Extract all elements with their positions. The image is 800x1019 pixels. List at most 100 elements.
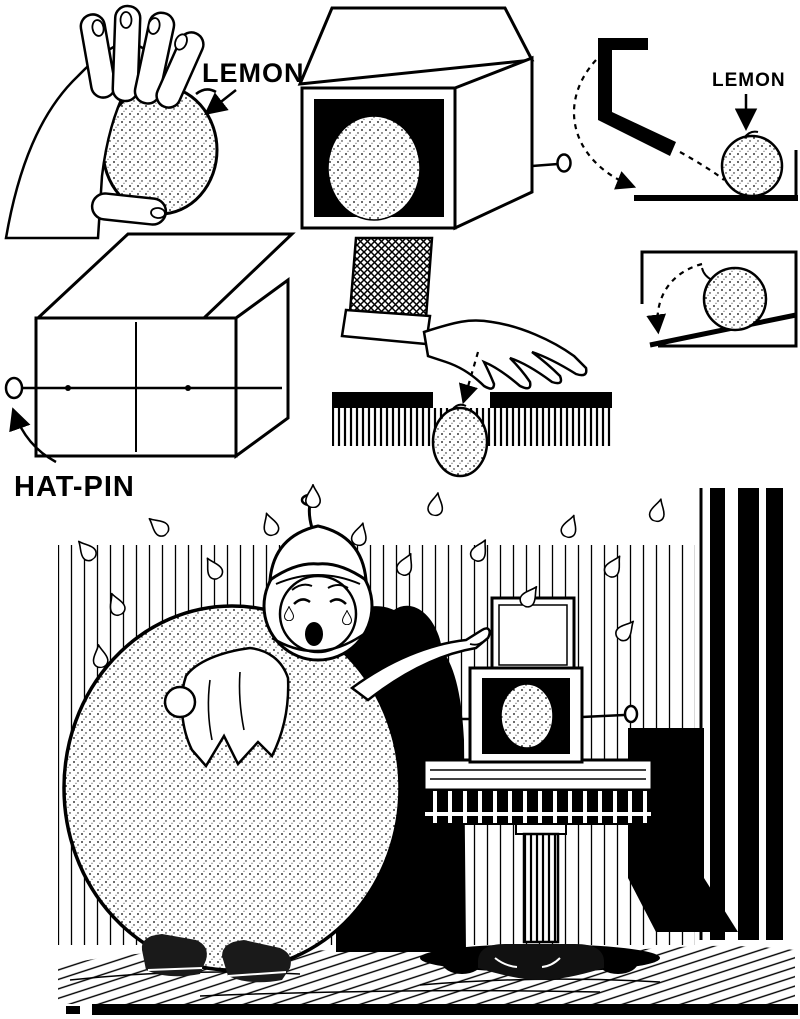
thumbnail — [150, 207, 166, 219]
finger — [155, 31, 205, 109]
panel-open-box-with-lemon — [297, 6, 572, 231]
tabletop — [422, 758, 654, 792]
pin-wall-point — [65, 385, 71, 391]
pin-wall-point — [185, 385, 191, 391]
table-surface-left — [332, 392, 433, 408]
lemon-man-right-arm — [349, 627, 491, 702]
ground-stroke — [199, 989, 601, 997]
pedestal-leg — [522, 832, 560, 944]
sneaker-sole — [227, 971, 287, 977]
lemon-ball — [720, 134, 784, 198]
hand-detail — [469, 641, 483, 646]
claw-toe — [442, 950, 482, 974]
hood-collar — [271, 632, 365, 653]
finger — [111, 4, 142, 103]
left-sneaker — [141, 934, 207, 977]
tear-drop — [258, 510, 282, 538]
panel-flap-diagram: LEMON — [572, 38, 798, 201]
tear-drop — [647, 496, 669, 524]
closed-eye — [329, 598, 347, 605]
eyebrow — [291, 583, 313, 591]
lemon-label-arrow — [204, 89, 237, 116]
lemon-label-2: LEMON — [712, 70, 786, 91]
left-fist — [163, 685, 197, 719]
claw-foot-base — [478, 944, 604, 980]
lemon-man — [62, 493, 402, 983]
hatpin-label-arrow — [9, 407, 57, 464]
fingernail — [119, 11, 133, 29]
claw-highlight — [541, 957, 561, 968]
box-side-face — [234, 277, 290, 459]
right-sneaker — [222, 940, 291, 983]
fingernail — [174, 33, 188, 51]
cuff — [340, 308, 432, 346]
box-lid-upright — [490, 596, 576, 674]
side-table — [422, 758, 654, 980]
fingernail — [91, 19, 105, 37]
hat-pin-head — [556, 153, 572, 173]
table-fringe-tassels — [423, 789, 653, 825]
cape — [180, 646, 290, 769]
tear-drop — [558, 512, 582, 541]
lemon-label-group-2: LEMON — [712, 70, 786, 131]
lemon-through-slot — [431, 406, 489, 478]
panel-hand-holding-lemon: LEMON — [4, 4, 305, 240]
bottom-border-bar — [92, 1004, 798, 1015]
curtain-bar — [738, 488, 759, 940]
finger — [133, 11, 176, 105]
sleeve — [348, 236, 434, 320]
finger — [79, 13, 117, 99]
roll-motion-arc — [679, 151, 725, 181]
cape-fold — [238, 671, 245, 731]
hat-pin-shaft — [531, 162, 559, 168]
right-arm — [349, 627, 491, 702]
lemon-cap — [268, 524, 368, 584]
sneaker-sole — [147, 967, 203, 971]
hat-pin-head — [4, 376, 24, 400]
box-lid — [297, 6, 535, 86]
lemon-in-stage-box — [500, 683, 554, 749]
flap-wall — [598, 38, 676, 156]
black-drape-shadow — [628, 878, 738, 932]
sneakers — [141, 934, 291, 983]
drop-arrow — [458, 351, 480, 405]
box-side-face — [453, 55, 534, 231]
crying-mouth — [305, 622, 323, 646]
flap-motion-arc — [572, 59, 637, 190]
dropping-hand — [422, 319, 588, 390]
pedestal-collar — [515, 823, 567, 835]
lemon-nub — [451, 403, 467, 411]
flap-motion-arc — [646, 262, 703, 335]
head — [262, 493, 374, 662]
hand — [4, 4, 205, 240]
lemon-nub — [701, 267, 713, 281]
stage-box — [452, 596, 639, 764]
curtain-bar — [710, 488, 725, 940]
fingernail — [147, 17, 161, 35]
tear-drop — [426, 490, 446, 518]
eyebrow — [327, 584, 349, 589]
lemon-label-group: LEMON — [202, 58, 305, 116]
flap-diagonal — [649, 312, 797, 348]
bottom-border — [66, 1004, 798, 1015]
lemon-label: LEMON — [202, 58, 305, 88]
tear-drop — [305, 484, 321, 508]
tear-drop — [349, 520, 371, 548]
hatpin-label: HAT-PIN — [14, 471, 135, 503]
lemon-ball — [702, 266, 768, 332]
table-surface-right — [490, 392, 612, 408]
claw-toe — [598, 950, 638, 974]
panel-empty-box-hatpin: HAT-PIN — [4, 232, 296, 503]
lemon-nub — [195, 88, 217, 96]
closed-eye — [293, 598, 311, 605]
panel-small-flap-box — [640, 250, 798, 348]
lemon-in-box — [327, 115, 421, 221]
bottom-border-tick — [66, 1006, 80, 1014]
tear-drop — [143, 512, 173, 540]
curtain-bar — [766, 488, 783, 940]
cape-fold — [207, 679, 213, 741]
claw-highlight — [494, 957, 518, 968]
curtain-bars — [699, 488, 783, 940]
